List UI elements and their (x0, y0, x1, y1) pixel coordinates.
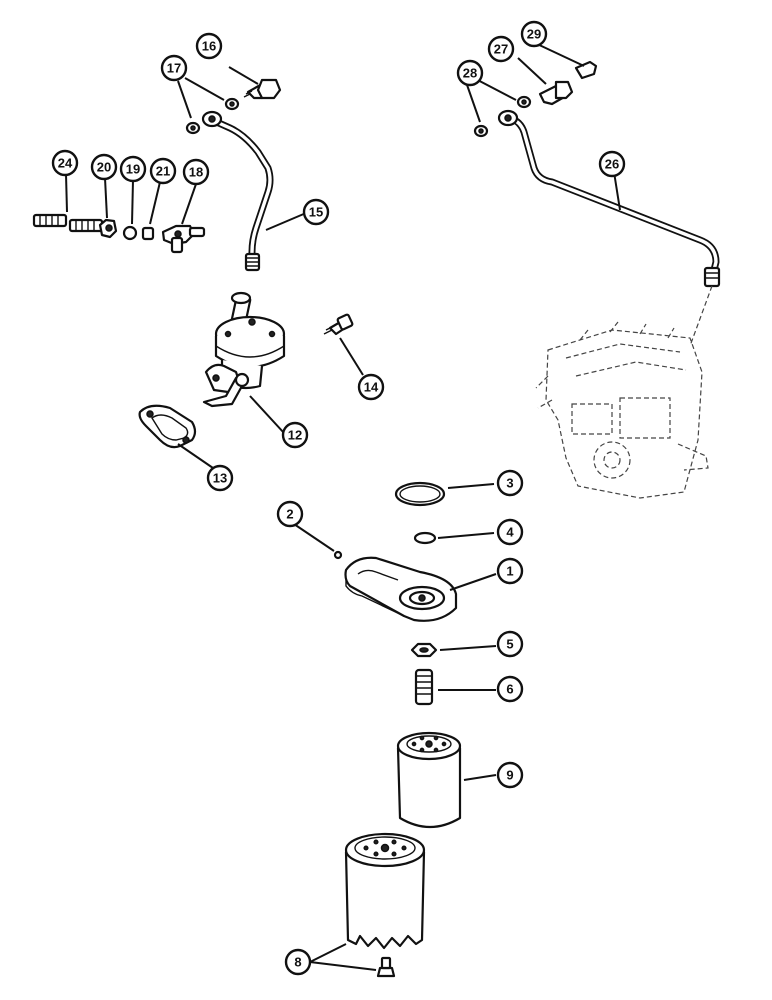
fuel-filter-9 (396, 731, 462, 828)
callout-29: 29 (520, 20, 548, 48)
callout-2: 2 (276, 500, 304, 528)
callout-18-label: 18 (189, 165, 203, 180)
callout-24: 24 (51, 149, 79, 177)
banjo-bolt-16 (243, 78, 282, 100)
seal-2 (333, 550, 343, 560)
callout-24-label: 24 (58, 156, 73, 171)
callout-14-label: 14 (364, 380, 379, 395)
callout-26: 26 (598, 150, 626, 178)
injection-pump (535, 321, 709, 499)
callout-1-label: 1 (506, 564, 513, 579)
sealing-washer-17b (185, 121, 201, 135)
callout-8: 8 (284, 948, 312, 976)
screw-29 (574, 60, 598, 80)
leader-lines (65, 42, 621, 971)
o-ring-4 (413, 531, 437, 545)
callout-2-label: 2 (286, 507, 293, 522)
callout-6: 6 (496, 675, 524, 703)
callout-3: 3 (496, 469, 524, 497)
callout-27: 27 (487, 35, 515, 63)
sleeve-21 (141, 226, 155, 241)
washer-28b (473, 124, 489, 138)
callout-13: 13 (206, 464, 234, 492)
drain-plug-8 (376, 956, 396, 978)
fuel-filter-8 (344, 832, 426, 950)
filter-head-1 (344, 556, 458, 622)
nut-20 (98, 218, 118, 239)
callout-20: 20 (90, 153, 118, 181)
olive-19 (122, 225, 138, 241)
callout-5-label: 5 (506, 637, 513, 652)
connector-18 (161, 224, 206, 254)
callout-15: 15 (302, 198, 330, 226)
callout-26-label: 26 (605, 157, 619, 172)
callout-20-label: 20 (97, 160, 111, 175)
fuel-lift-pump-12 (202, 291, 286, 408)
assembly-guide-line (689, 285, 713, 347)
callout-5: 5 (496, 630, 524, 658)
fuel-pipe-26 (497, 109, 721, 288)
callout-28-label: 28 (463, 66, 477, 81)
callout-29-label: 29 (527, 27, 541, 42)
callout-18: 18 (182, 158, 210, 186)
callout-6-label: 6 (506, 682, 513, 697)
o-ring-3 (394, 481, 446, 507)
callout-12-label: 12 (288, 428, 302, 443)
callout-9: 9 (496, 761, 524, 789)
callout-16: 16 (195, 32, 223, 60)
callout-19-label: 19 (126, 162, 140, 177)
callout-17: 17 (160, 54, 188, 82)
pump-gasket-13 (138, 404, 197, 449)
callout-17-label: 17 (167, 61, 181, 76)
callout-1: 1 (496, 557, 524, 585)
sealing-washer-17a (224, 97, 240, 111)
hose-24 (32, 213, 104, 233)
callout-13-label: 13 (213, 471, 227, 486)
callout-4: 4 (496, 518, 524, 546)
washer-28a (516, 95, 532, 109)
callout-15-label: 15 (309, 205, 323, 220)
callout-19: 19 (119, 155, 147, 183)
fuel-pipe-15 (201, 110, 274, 272)
callout-21-label: 21 (156, 164, 170, 179)
callout-4-label: 4 (506, 525, 514, 540)
callout-12: 12 (281, 421, 309, 449)
adaptor-6 (414, 668, 434, 706)
callout-27-label: 27 (494, 42, 508, 57)
callout-8-label: 8 (294, 955, 301, 970)
callout-3-label: 3 (506, 476, 513, 491)
callout-21: 21 (149, 157, 177, 185)
callout-16-label: 16 (202, 39, 216, 54)
callout-9-label: 9 (506, 768, 513, 783)
banjo-bolt-27 (538, 80, 574, 106)
callout-28: 28 (456, 59, 484, 87)
nut-5 (410, 642, 438, 658)
screw-14 (323, 313, 354, 336)
callout-14: 14 (357, 373, 385, 401)
